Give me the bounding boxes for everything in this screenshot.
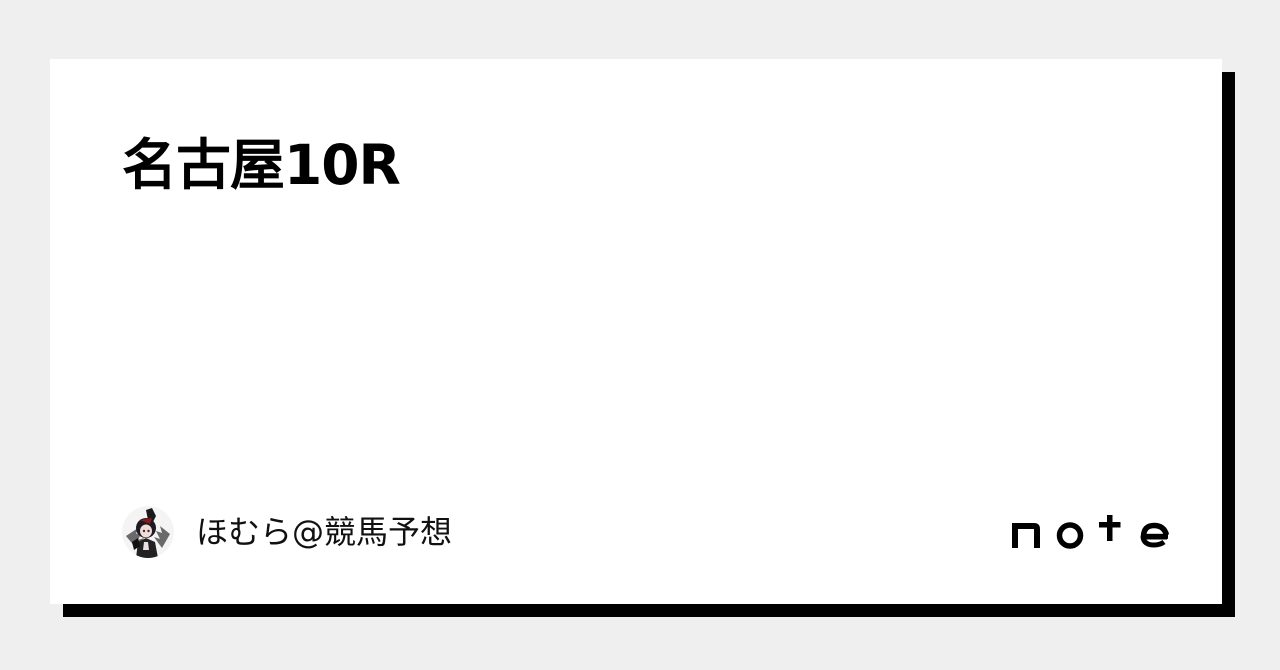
avatar-anime-character-icon: [122, 506, 174, 558]
note-card: 名古屋10R ほむら@競馬予想: [50, 59, 1222, 604]
author-name[interactable]: ほむら@競馬予想: [196, 513, 453, 551]
author-avatar[interactable]: [122, 506, 174, 558]
note-logo[interactable]: [1012, 514, 1170, 550]
author-info[interactable]: ほむら@競馬予想: [122, 506, 452, 558]
note-logo-icon: [1012, 515, 1170, 549]
article-title: 名古屋10R: [122, 133, 401, 197]
